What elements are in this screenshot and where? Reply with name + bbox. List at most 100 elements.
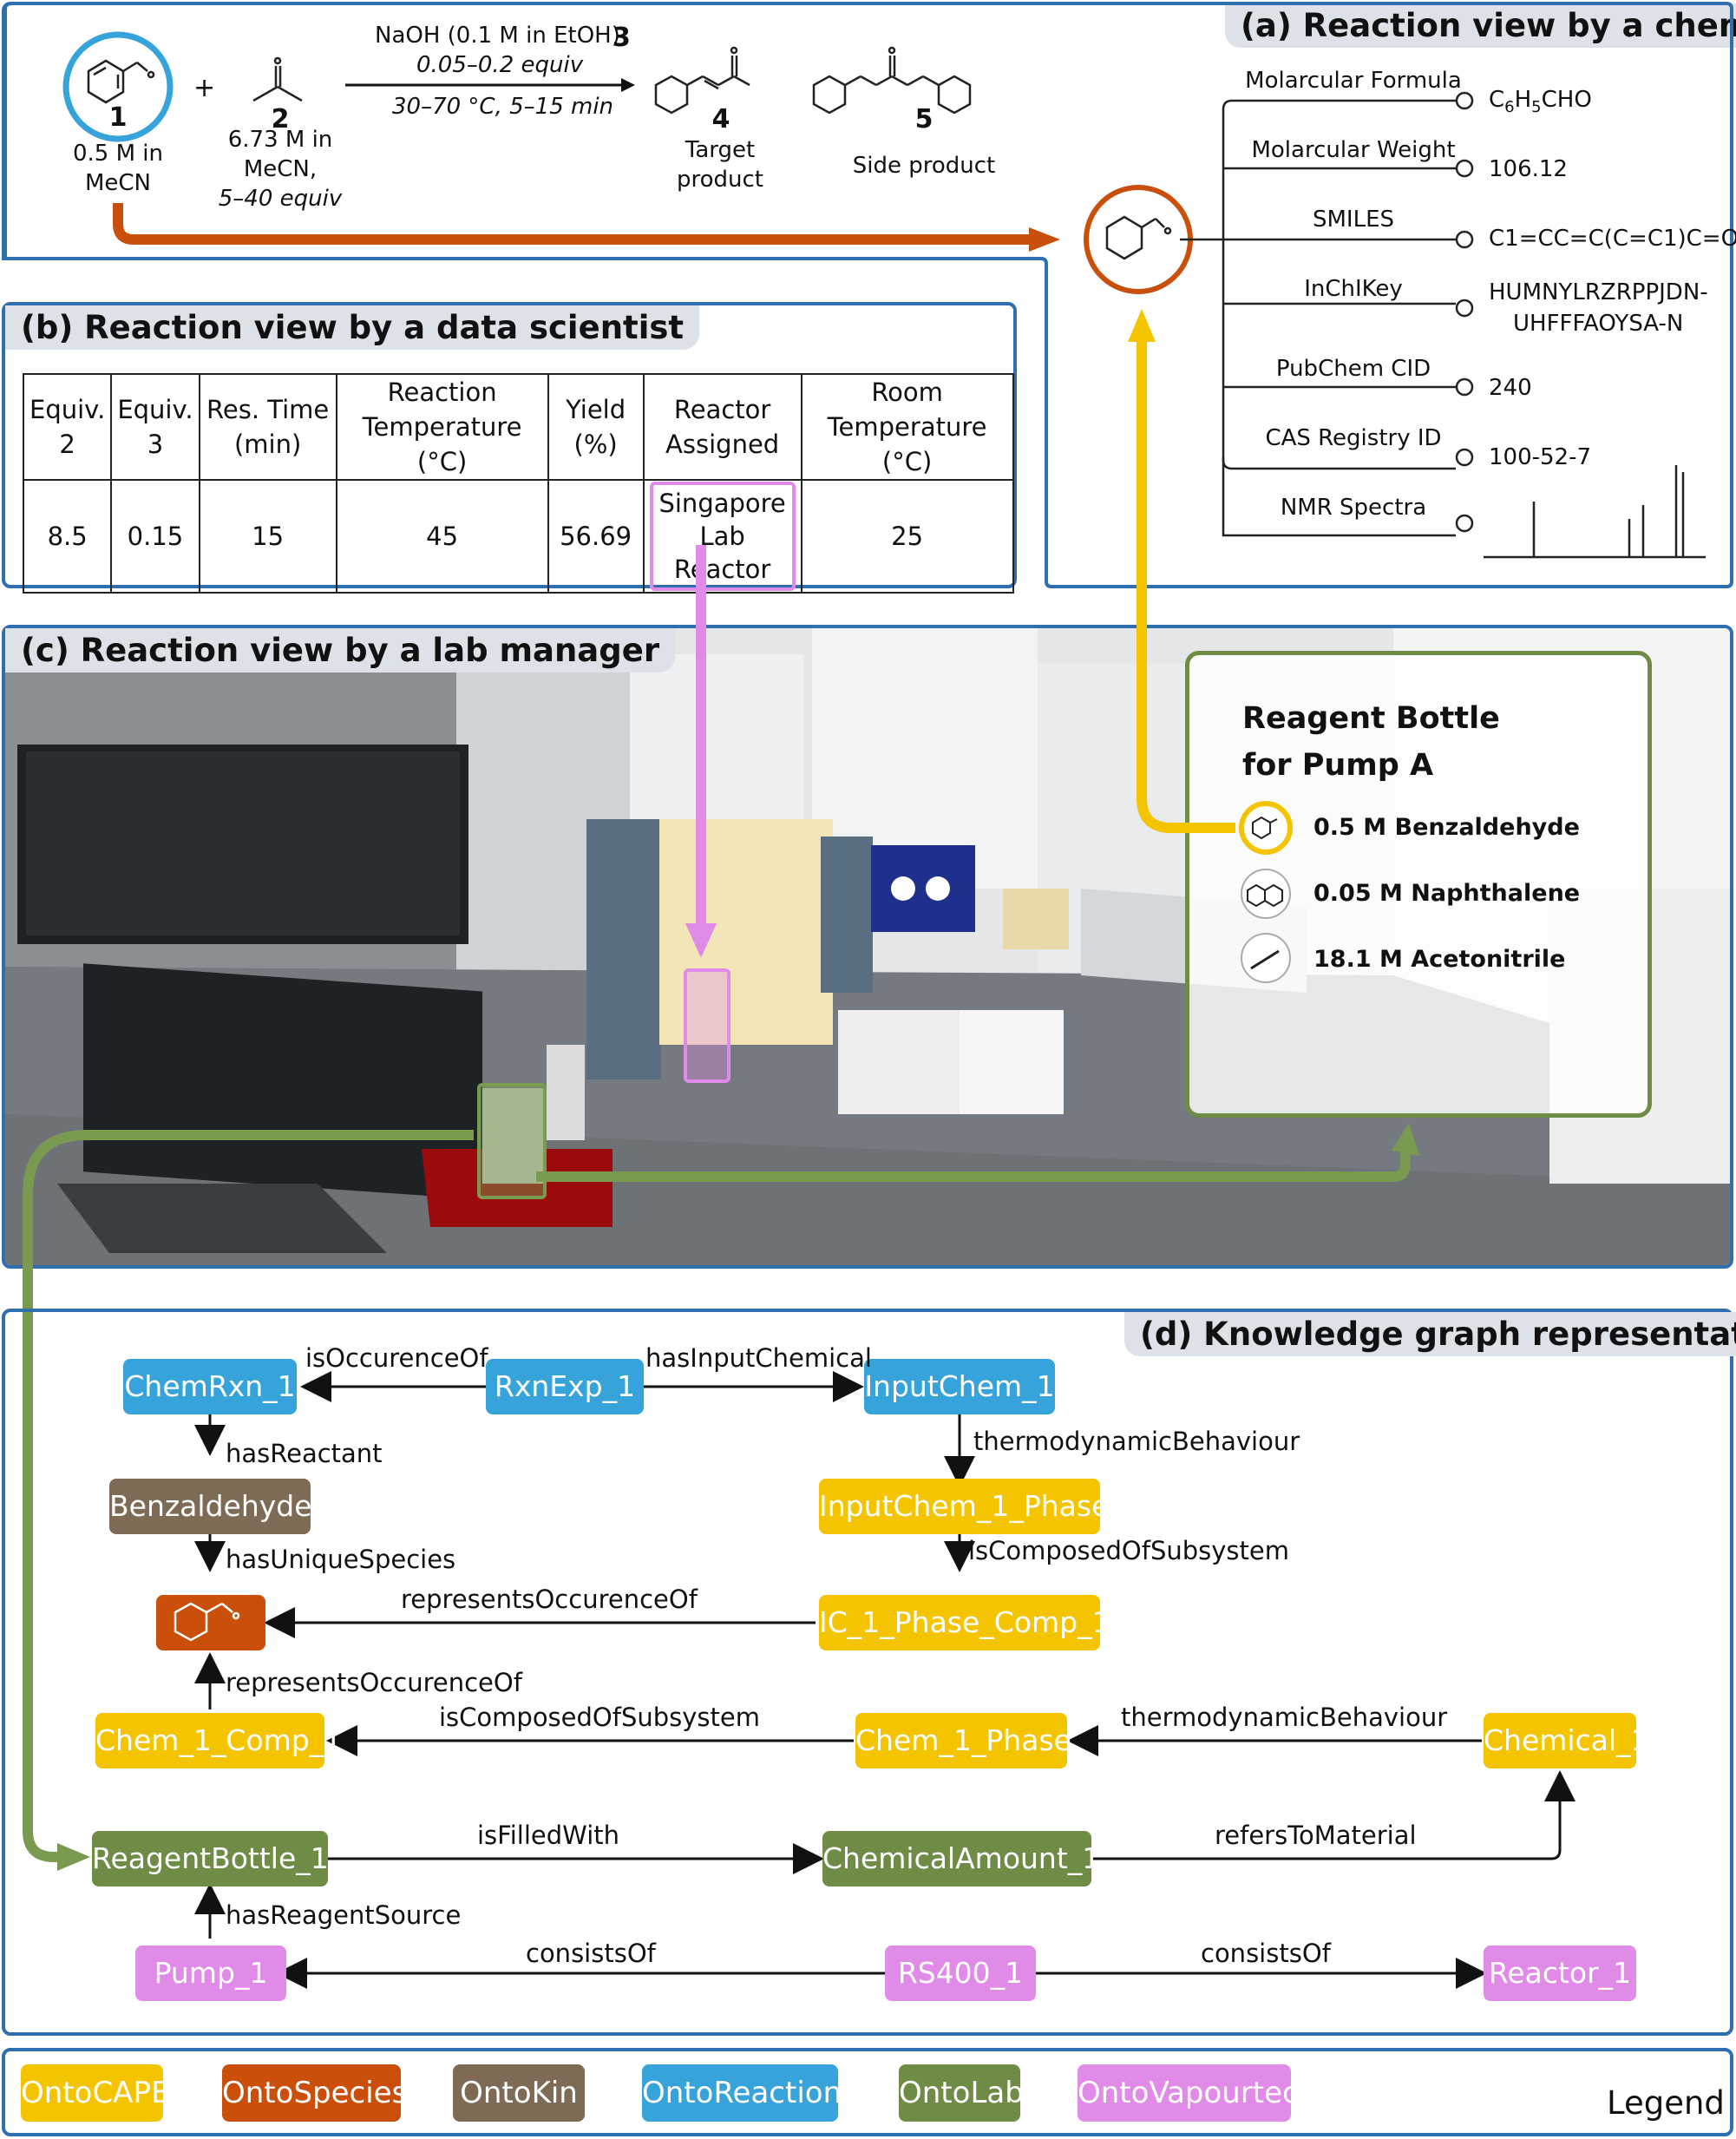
legend-ontospecies: OntoSpecies: [222, 2064, 407, 2122]
edge-consistsof-2: consistsOf: [1201, 1939, 1331, 1968]
edge-isfilledwith: isFilledWith: [477, 1821, 620, 1850]
legend-panel: [2, 2048, 1733, 2136]
prop-name-pubchem: PubChem CID: [1275, 356, 1431, 382]
product5-structure: [812, 46, 972, 115]
bottle-item-acetonitrile: 18.1 M Acetonitrile: [1313, 946, 1566, 973]
cell-res-time: 15: [198, 479, 337, 594]
prop-value-weight: 106.12: [1489, 156, 1568, 182]
node-species: [156, 1595, 265, 1650]
nmr-spectrum: [1484, 465, 1706, 559]
node-benzaldehyde: Benzaldehyde: [109, 1479, 312, 1534]
cell-equiv2: 8.5: [22, 479, 113, 594]
prop-value-formula: C6H5CHO: [1489, 87, 1592, 117]
reaction-arrow: [345, 78, 635, 92]
condition-bottom: 30–70 °C, 5–15 min: [392, 94, 614, 120]
legend-ontokin: OntoKin: [453, 2064, 585, 2122]
benzaldehyde-reactant-circle: [62, 31, 174, 142]
header-yield: Yield(%): [566, 395, 626, 459]
node-rs400: RS400_1: [885, 1945, 1036, 2001]
node-chem-comp: Chem_1_Comp_1: [95, 1713, 342, 1768]
panel-c-title: (c) Reaction view by a lab manager: [5, 628, 676, 673]
header-equiv3: Equiv.3: [117, 395, 193, 459]
legend-ontoreaction: OntoReaction: [642, 2064, 842, 2122]
node-inputchem: InputChem_1: [864, 1359, 1055, 1414]
legend-title: Legend: [1607, 2084, 1725, 2122]
prop-value-pubchem: 240: [1489, 375, 1532, 401]
panel-d-title: (d) Knowledge graph representation: [1124, 1312, 1736, 1356]
edge-iscomposed-1: isComposedOfSubsystem: [968, 1536, 1289, 1565]
prop-value-inchikey: HUMNYLRZRPPJDN-: [1489, 279, 1708, 305]
condition-number: 3: [613, 23, 631, 53]
edge-referstomaterial: refersToMaterial: [1215, 1821, 1417, 1850]
cell-room-temp: 25: [800, 479, 1014, 594]
node-chemrxn: ChemRxn_1: [123, 1359, 297, 1414]
condition-top: NaOH (0.1 M in EtOH): [375, 23, 620, 49]
acetone-structure: [252, 56, 303, 102]
product5-number: 5: [914, 104, 934, 135]
node-reagentbottle: ReagentBottle_1: [92, 1831, 329, 1886]
node-chemamount: ChemicalAmount_1: [822, 1831, 1100, 1886]
condition-equiv: 0.05–0.2 equiv: [416, 52, 584, 78]
legend-ontovapourtec: OntoVapourtec: [1078, 2064, 1299, 2122]
prop-value-cas: 100-52-7: [1489, 444, 1592, 470]
panel-c: [2, 625, 1733, 1269]
prop-name-cas: CAS Registry ID: [1265, 425, 1442, 451]
node-ic-comp: IC_1_Phase_Comp_1: [819, 1595, 1110, 1650]
reactant1-conc2: MeCN: [84, 170, 152, 196]
edge-thermo-1: thermodynamicBehaviour: [973, 1427, 1300, 1456]
product4-line1: Target: [685, 137, 756, 163]
prop-name-inchikey: InChIKey: [1304, 276, 1403, 302]
reactant2-line2: MeCN,: [243, 156, 318, 182]
edge-hasuniquespecies: hasUniqueSpecies: [226, 1545, 456, 1574]
prop-name-formula: Molarcular Formula: [1245, 68, 1462, 94]
reactant2-number: 2: [271, 104, 290, 135]
legend-ontocape: OntoCAPE: [21, 2064, 169, 2122]
panel-d: [2, 1309, 1733, 2036]
reactor-highlight: [684, 968, 730, 1083]
prop-name-nmr: NMR Spectra: [1280, 495, 1427, 521]
edge-represents-2: representsOccurenceOf: [226, 1668, 522, 1697]
node-chem-phase: Chem_1_Phase: [855, 1713, 1071, 1768]
node-pump: Pump_1: [135, 1945, 286, 2001]
bottle-item-benzaldehyde: 0.5 M Benzaldehyde: [1313, 814, 1580, 841]
panel-a-title: (a) Reaction view by a chemist: [1225, 3, 1736, 48]
product4-line2: product: [676, 167, 763, 193]
prop-name-weight: Molarcular Weight: [1251, 137, 1456, 163]
edge-hasreagentsource: hasReagentSource: [226, 1900, 462, 1930]
plus-sign: +: [193, 73, 216, 103]
cell-reaction-temp: 45: [335, 479, 549, 594]
cell-equiv3: 0.15: [110, 479, 200, 594]
product4-structure: [654, 46, 750, 115]
edge-thermo-2: thermodynamicBehaviour: [1121, 1703, 1448, 1732]
edge-consistsof-1: consistsOf: [526, 1939, 656, 1968]
edge-iscomposed-2: isComposedOfSubsystem: [439, 1703, 760, 1732]
benzaldehyde-species-icon: [174, 1602, 240, 1642]
bottle-highlight: [477, 1083, 547, 1199]
node-reactor: Reactor_1: [1484, 1945, 1636, 2001]
cell-yield: 56.69: [547, 479, 645, 594]
reactant2-line3: 5–40 equiv: [218, 186, 343, 212]
prop-name-smiles: SMILES: [1312, 207, 1395, 233]
kg-edges: [194, 1371, 1576, 1989]
reactant2-line1: 6.73 M in: [227, 127, 333, 153]
panel-b-title: (b) Reaction view by a data scientist: [5, 305, 700, 350]
bottle-item-icons: [1239, 801, 1293, 983]
node-rxnexp: RxnExp_1: [486, 1359, 644, 1414]
header-res-time: Res. Time(min): [206, 395, 330, 459]
edge-represents-1: representsOccurenceOf: [401, 1585, 698, 1614]
node-chemical: Chemical_1: [1484, 1713, 1649, 1768]
bottle-card-title-2: for Pump A: [1242, 748, 1434, 783]
panel-a-outline: [3, 1, 1733, 588]
edge-isoccurenceof: isOccurenceOf: [305, 1343, 488, 1373]
edge-hasinputchemical: hasInputChemical: [645, 1343, 872, 1373]
species-central-circle: [1084, 185, 1193, 294]
product5-label: Side product: [852, 153, 996, 179]
prop-value-smiles: C1=CC=C(C=C1)C=O: [1489, 226, 1736, 252]
header-equiv2: Equiv.2: [29, 395, 106, 459]
